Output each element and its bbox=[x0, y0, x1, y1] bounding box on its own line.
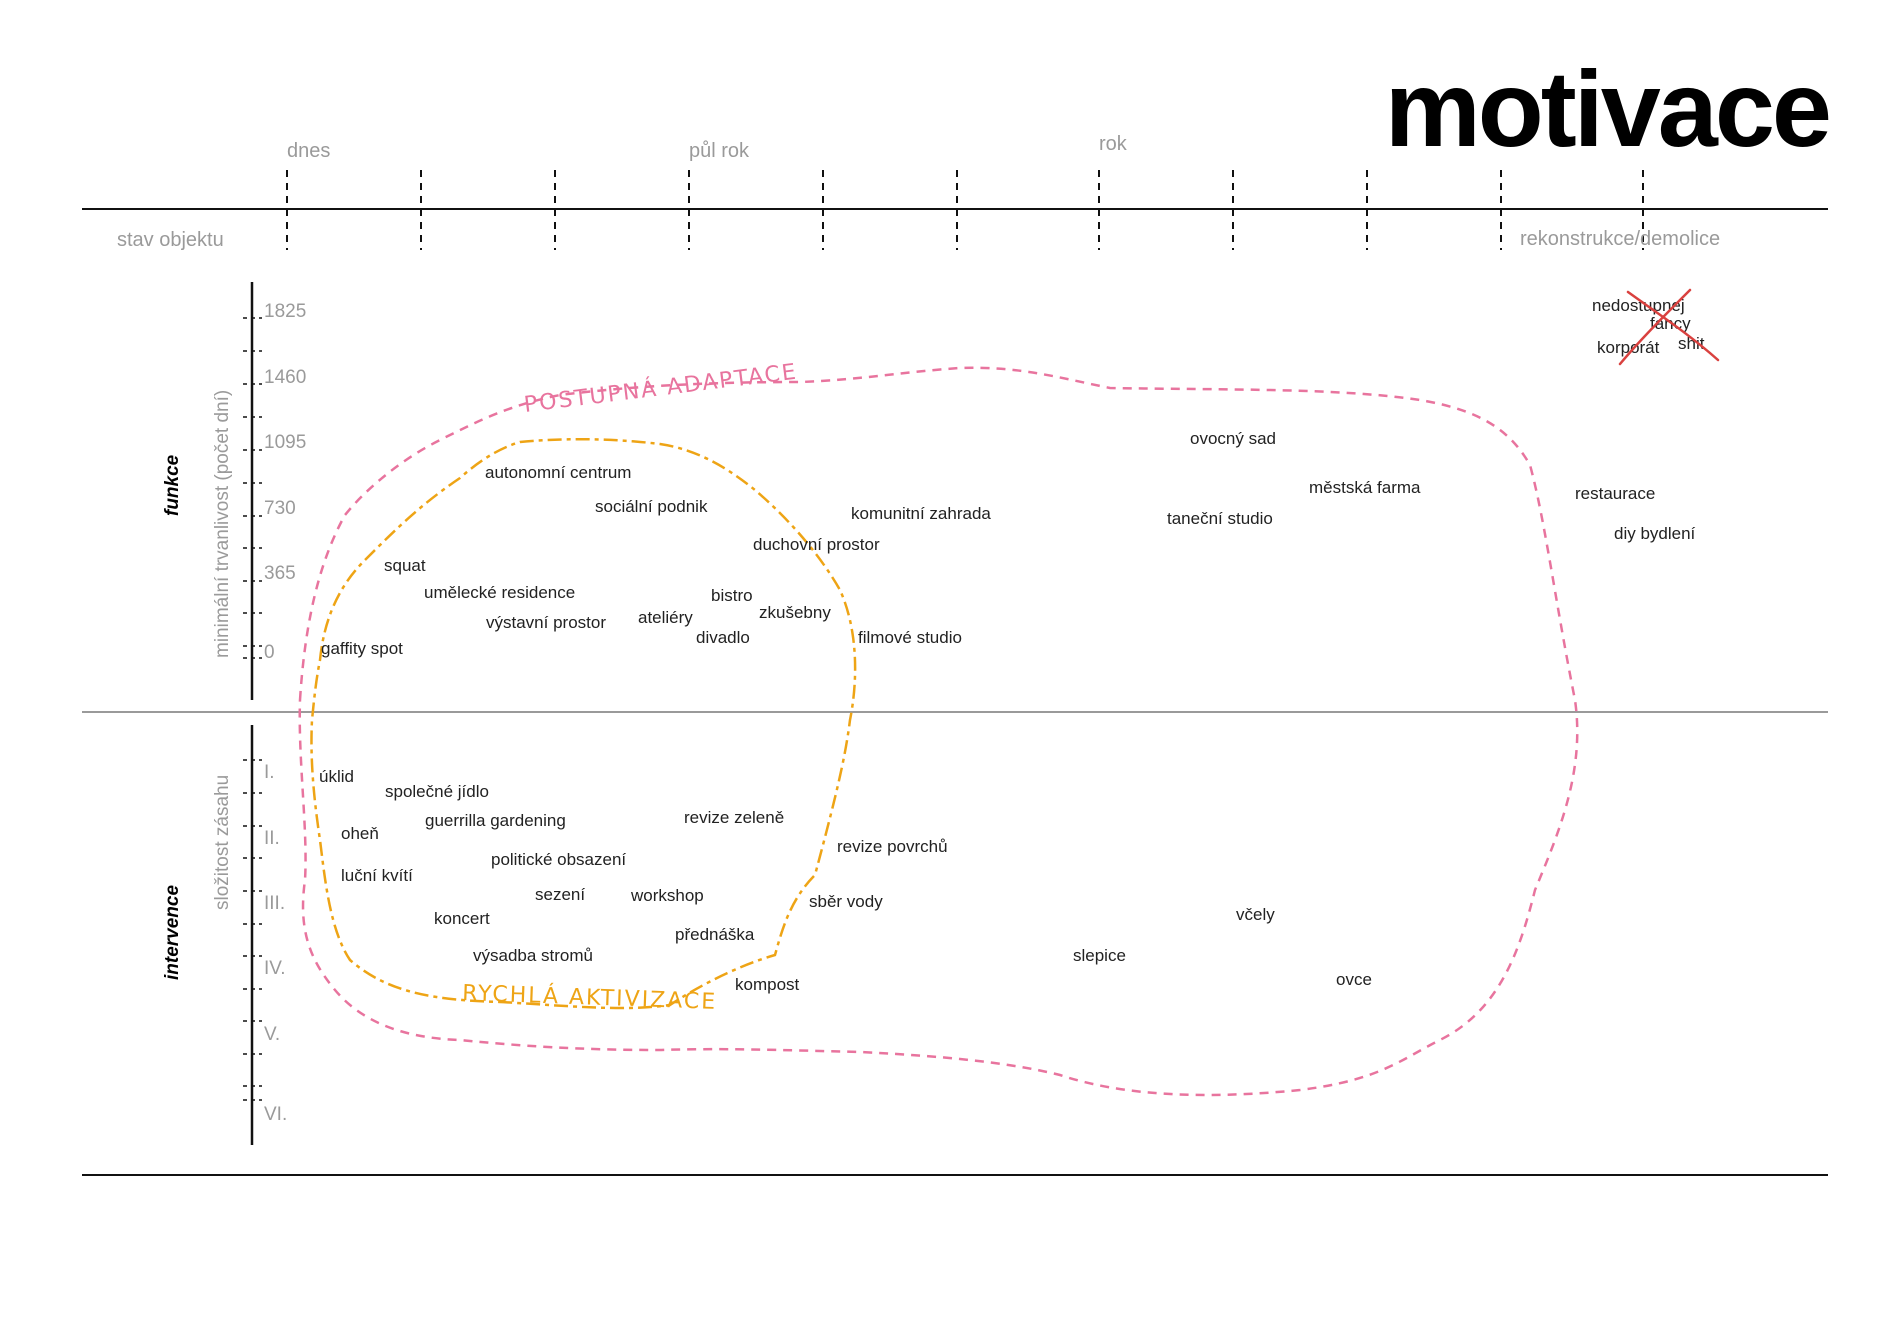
timeline-start-label: stav objektu bbox=[117, 229, 224, 251]
function-item: ovocný sad bbox=[1190, 429, 1276, 448]
lower-tick-IV: IV. bbox=[264, 958, 286, 979]
timeline-ticks bbox=[286, 170, 1644, 250]
upper-axis: 1825 1460 1095 730 365 0 minimální trvan… bbox=[162, 282, 306, 700]
function-item: filmové studio bbox=[858, 628, 962, 647]
intervention-item: koncert bbox=[434, 909, 490, 928]
intervention-item: slepice bbox=[1073, 946, 1126, 965]
timeline-label-rok: rok bbox=[1099, 133, 1128, 155]
intervention-item: úklid bbox=[319, 767, 354, 786]
function-item: komunitní zahrada bbox=[851, 504, 991, 523]
upper-axis-title: minimální trvanlivost (počet dní) bbox=[212, 390, 233, 658]
lower-axis-title: složitost zásahu bbox=[212, 775, 233, 910]
section-label-funkce: funkce bbox=[162, 454, 183, 516]
crossed-out-word: shit bbox=[1678, 334, 1705, 353]
function-item: restaurace bbox=[1575, 484, 1655, 503]
intervention-item: revize povrchů bbox=[837, 837, 948, 856]
region-label-postupna-adaptace: POSTUPNÁ ADAPTACE bbox=[523, 359, 800, 418]
function-item: výstavní prostor bbox=[486, 613, 606, 632]
intervention-item: luční kvítí bbox=[341, 866, 413, 885]
function-item: autonomní centrum bbox=[485, 463, 631, 482]
section-label-intervence: intervence bbox=[162, 885, 183, 980]
intervention-item: výsadba stromů bbox=[473, 946, 593, 965]
function-item: sociální podnik bbox=[595, 497, 708, 516]
region-postupna-adaptace bbox=[298, 366, 1579, 1097]
intervention-item: společné jídlo bbox=[385, 782, 489, 801]
intervention-item: sezení bbox=[535, 885, 585, 904]
function-item: městská farma bbox=[1309, 478, 1421, 497]
region-label-rychla-aktivizace: RYCHLÁ AKTIVIZACE bbox=[462, 980, 718, 1015]
upper-tick-0: 0 bbox=[264, 642, 275, 663]
page-title: motivace bbox=[1385, 48, 1829, 169]
timeline-end-label: rekonstrukce/demolice bbox=[1520, 228, 1720, 250]
intervention-item: kompost bbox=[735, 975, 800, 994]
function-item: umělecké residence bbox=[424, 583, 575, 602]
upper-tick-730: 730 bbox=[264, 498, 296, 519]
function-item: zkušebny bbox=[759, 603, 831, 622]
timeline-label-pul-rok: půl rok bbox=[689, 140, 750, 162]
function-item: duchovní prostor bbox=[753, 535, 880, 554]
cross-mark-icon bbox=[1618, 288, 1720, 366]
intervention-item: revize zeleně bbox=[684, 808, 784, 827]
function-item: taneční studio bbox=[1167, 509, 1273, 528]
crossed-out-word: korporát bbox=[1597, 338, 1660, 357]
lower-axis-minor-ticks bbox=[243, 759, 262, 1101]
upper-tick-365: 365 bbox=[264, 563, 296, 584]
timeline-label-dnes: dnes bbox=[287, 140, 330, 162]
lower-tick-VI: VI. bbox=[264, 1104, 287, 1125]
timeline: dnes půl rok rok stav objektu rekonstruk… bbox=[82, 133, 1828, 251]
function-item: diy bydlení bbox=[1614, 524, 1696, 543]
function-item: gaffity spot bbox=[321, 639, 403, 658]
intervention-item: guerrilla gardening bbox=[425, 811, 566, 830]
region-rychla-aktivizace bbox=[310, 437, 857, 1010]
function-item: divadlo bbox=[696, 628, 750, 647]
upper-tick-1460: 1460 bbox=[264, 367, 306, 388]
intervention-item: workshop bbox=[630, 886, 704, 905]
function-item: squat bbox=[384, 556, 426, 575]
upper-axis-minor-ticks bbox=[243, 317, 262, 659]
lower-tick-II: II. bbox=[264, 828, 280, 849]
function-item: bistro bbox=[711, 586, 753, 605]
crossed-out-word: nedostupnej bbox=[1592, 296, 1685, 315]
intervention-item: včely bbox=[1236, 905, 1275, 924]
intervention-item: politické obsazení bbox=[491, 850, 626, 869]
lower-tick-III: III. bbox=[264, 893, 285, 914]
intervention-item: ovce bbox=[1336, 970, 1372, 989]
function-item: ateliéry bbox=[638, 608, 693, 627]
upper-tick-1095: 1095 bbox=[264, 432, 306, 453]
intervention-item: přednáška bbox=[675, 925, 755, 944]
upper-tick-1825: 1825 bbox=[264, 301, 306, 322]
intervention-item: oheň bbox=[341, 824, 379, 843]
intervention-items: úklid společné jídlo guerrilla gardening… bbox=[319, 767, 1372, 994]
intervention-item: sběr vody bbox=[809, 892, 883, 911]
lower-axis: I. II. III. IV. V. VI. složitost zásahu … bbox=[162, 725, 287, 1145]
function-items: autonomní centrum sociální podnik komuni… bbox=[321, 429, 1696, 658]
lower-tick-I: I. bbox=[264, 762, 275, 783]
lower-tick-V: V. bbox=[264, 1024, 280, 1045]
crossed-out-group: nedostupnej fancy korporát shit bbox=[1592, 288, 1720, 366]
